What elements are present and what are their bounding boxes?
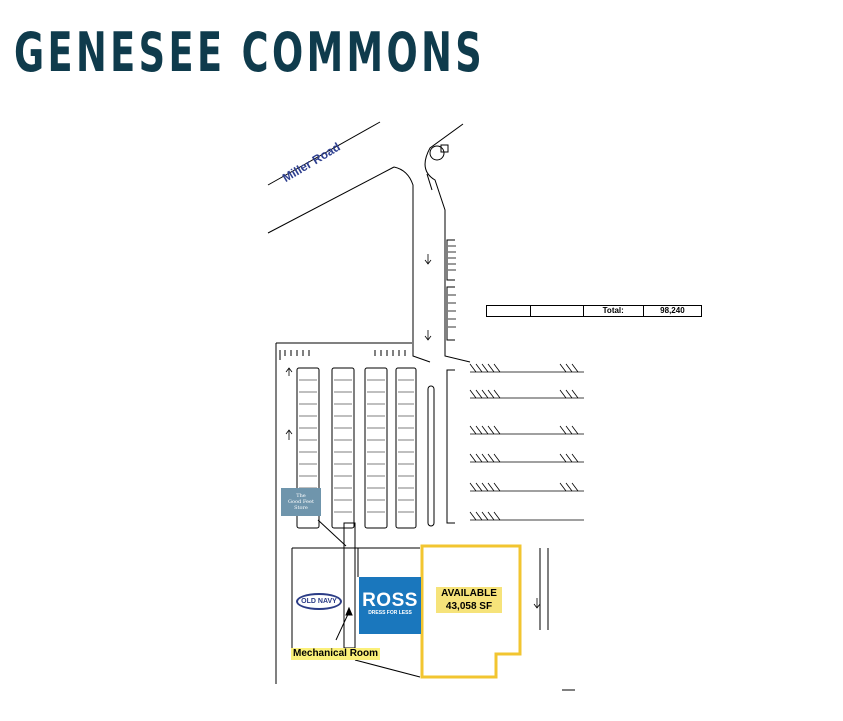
traffic-arrows	[285, 254, 541, 609]
main-parking-lot	[275, 342, 417, 684]
summary-table-total: 98,240	[660, 306, 685, 315]
tenant-old-navy-logo: OLD NAVY	[296, 593, 342, 610]
available-square-feet: 43,058 SF	[436, 600, 502, 613]
summary-table-cell	[531, 306, 584, 316]
mechanical-room-label: Mechanical Room	[291, 648, 381, 660]
tenant-good-feet-logo: The Good Feet Store	[281, 488, 321, 516]
ross-wordmark: ROSS	[362, 590, 418, 611]
summary-table-cell	[487, 306, 532, 316]
available-status: AVAILABLE	[436, 587, 502, 600]
summary-table: Total: 98,240	[486, 305, 702, 317]
tenant-ross-logo: ROSS DRESS FOR LESS	[359, 577, 421, 634]
east-parking-bays	[427, 239, 584, 527]
miller-road	[267, 121, 395, 234]
available-space-label: AVAILABLE 43,058 SF	[436, 587, 502, 613]
leader-arrows	[317, 519, 353, 641]
ross-tagline: DRESS FOR LESS	[368, 610, 412, 616]
page-title: GENESEE COMMONS	[14, 21, 486, 84]
summary-table-label: Total:	[584, 306, 644, 316]
access-drive	[393, 123, 471, 363]
